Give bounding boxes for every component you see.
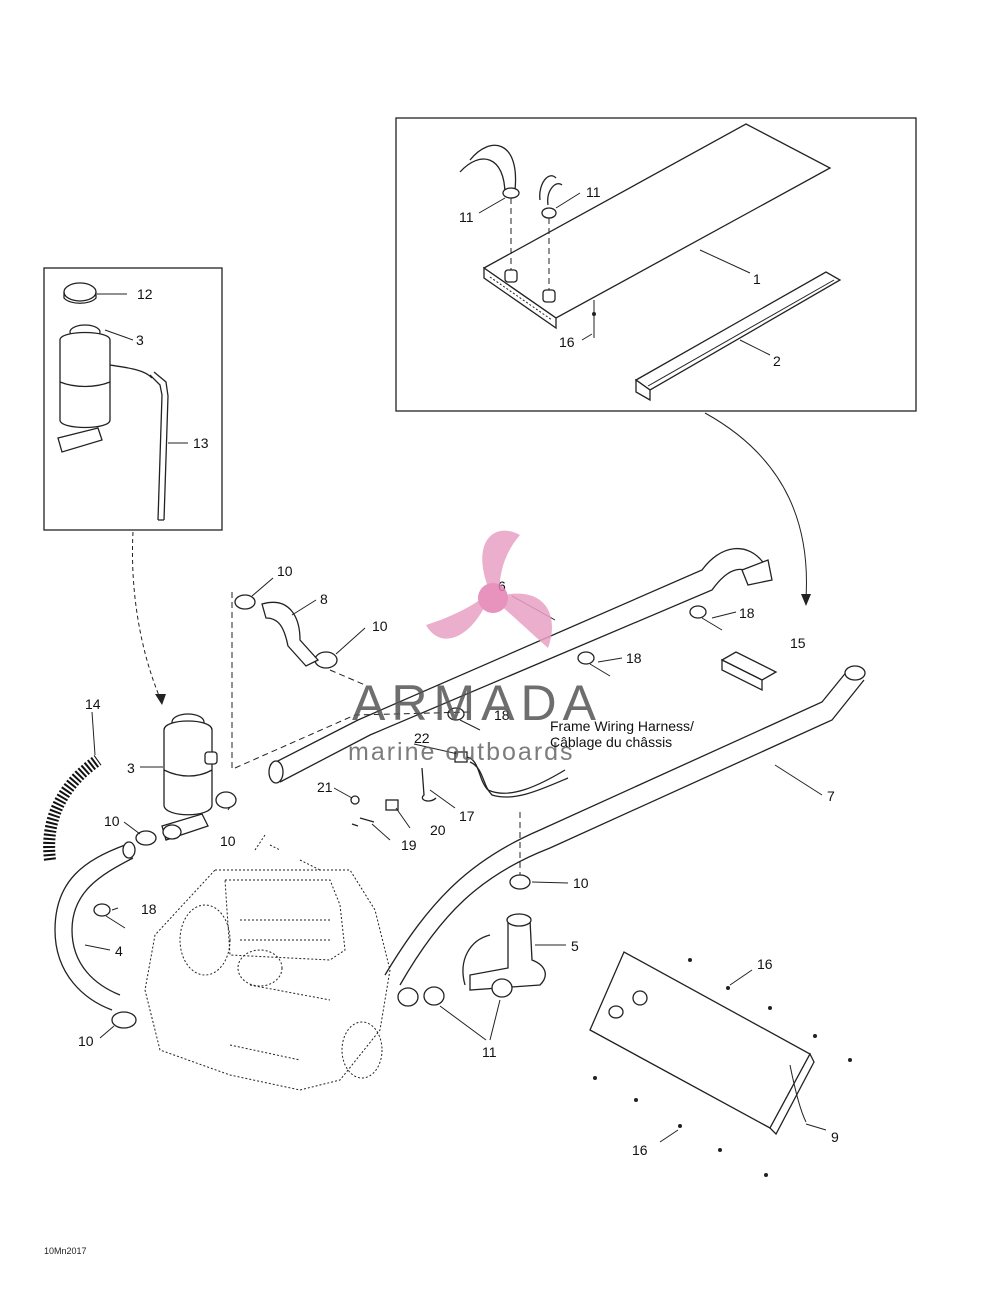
coolant-reservoir	[161, 713, 218, 841]
harness-note-en: Frame Wiring Harness/	[550, 718, 694, 734]
callout-11-left: 11	[459, 209, 474, 225]
cable-ties-18	[93, 605, 723, 929]
reservoir-inset-box	[43, 267, 223, 531]
callout-14: 14	[85, 696, 101, 712]
callout-10-left: 10	[104, 813, 120, 829]
callout-7: 7	[827, 788, 835, 804]
callout-22: 22	[414, 730, 430, 746]
callout-10-upper: 10	[372, 618, 388, 634]
radiator-plate	[482, 123, 832, 330]
figure-code: 10Mn2017	[44, 1246, 87, 1256]
hose-clamps-11	[397, 978, 513, 1007]
watermark-brand: ARMADA	[352, 675, 602, 731]
screws-16	[592, 312, 852, 1177]
callout-18-left: 18	[141, 901, 157, 917]
callout-4: 4	[115, 943, 123, 959]
coolant-reservoir-inset	[57, 324, 153, 453]
callout-18-right: 18	[739, 605, 755, 621]
harness-note-fr: Câblage du châssis	[550, 734, 672, 750]
coolant-hose-5	[462, 913, 546, 991]
coolant-hose-6	[268, 548, 773, 784]
callout-11-bottom: 11	[482, 1044, 497, 1060]
callout-9: 9	[831, 1129, 839, 1145]
callout-3-inset: 3	[136, 332, 144, 348]
coolant-hose-spring	[43, 755, 102, 861]
hose-clamps-10	[111, 594, 531, 1029]
reservoir-cap	[63, 282, 97, 304]
coolant-hose-4	[54, 841, 136, 1011]
callout-19: 19	[401, 837, 417, 853]
callout-20: 20	[430, 822, 446, 838]
callout-12: 12	[137, 286, 153, 302]
callout-16-plate-bottom: 16	[632, 1142, 648, 1158]
callout-17: 17	[459, 808, 475, 824]
radiator-rail	[634, 271, 842, 402]
callout-3: 3	[127, 760, 135, 776]
callout-10-right: 10	[573, 875, 589, 891]
callout-5: 5	[571, 938, 579, 954]
callout-16-inset: 16	[559, 334, 575, 350]
callout-2: 2	[773, 353, 781, 369]
callout-10-mid: 10	[220, 833, 236, 849]
callout-10-bottom: 10	[78, 1033, 94, 1049]
callout-8: 8	[320, 591, 328, 607]
overflow-tube	[149, 371, 169, 521]
coolant-hose-8	[261, 601, 320, 667]
callout-18-harness: 18	[494, 707, 510, 723]
callout-18-mid: 18	[626, 650, 642, 666]
callout-1: 1	[753, 271, 761, 287]
coolant-hose-7	[384, 665, 866, 986]
watermark-tagline: marine outboards	[348, 738, 575, 766]
callout-11-right: 11	[586, 184, 601, 200]
engine-block	[144, 834, 391, 1091]
propeller-logo-icon	[426, 530, 552, 648]
callout-13: 13	[193, 435, 209, 451]
skid-plate-9	[589, 951, 815, 1136]
harness-parts	[350, 751, 569, 827]
callout-21: 21	[317, 779, 333, 795]
radiator-hose-stubs	[459, 144, 563, 303]
callout-15: 15	[790, 635, 806, 651]
foam-block-15	[720, 651, 778, 692]
radiator-inset-box	[395, 117, 917, 412]
callout-16-plate-top: 16	[757, 956, 773, 972]
armada-watermark: ARMADA marine outboards	[348, 530, 602, 766]
callout-10-top: 10	[277, 563, 293, 579]
